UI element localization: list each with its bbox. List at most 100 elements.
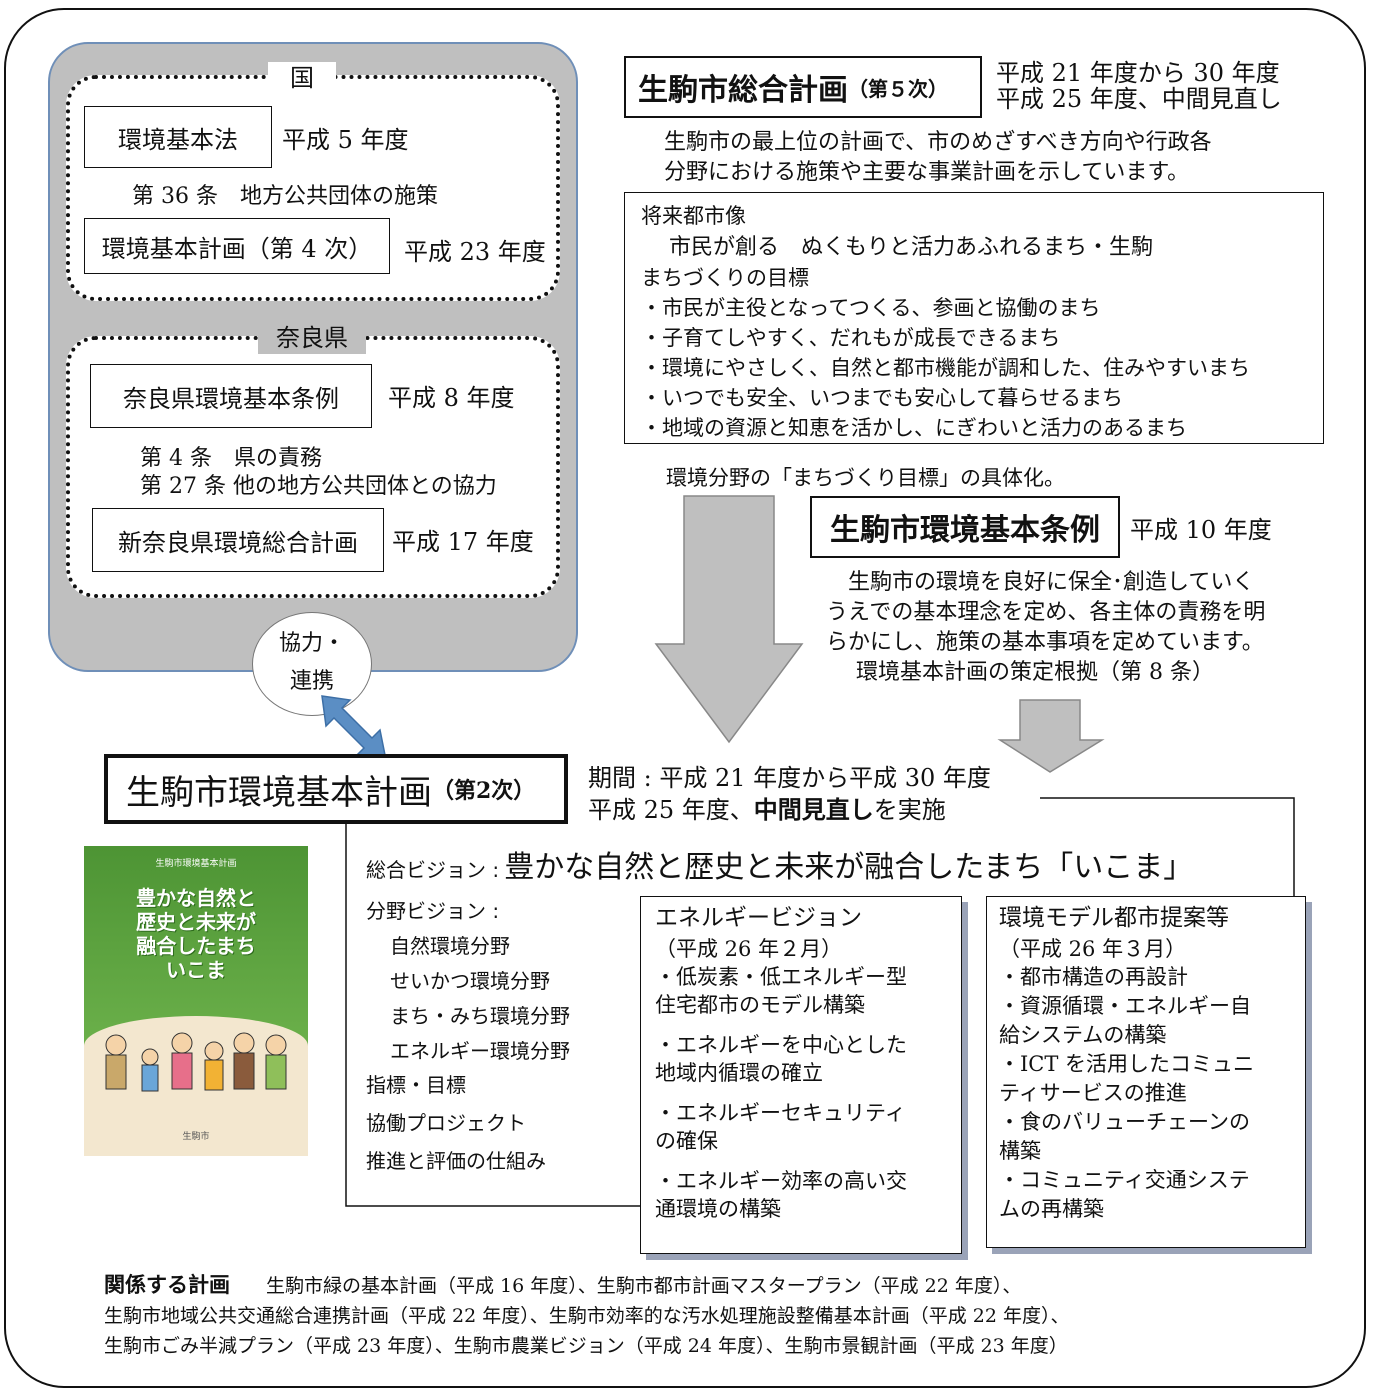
related-plans-label: 関係する計画 — [104, 1273, 230, 1297]
model-city-line: 給システムの構築 — [999, 1023, 1167, 1047]
comprehensive-period-2: 平成 25 年度、中間見直し — [996, 85, 1282, 113]
comprehensive-desc-2: 分野における施策や主要な事業計画を示しています。 — [664, 160, 1190, 185]
main-plan-period: 期間 : 平成 21 年度から平成 30 年度 平成 25 年度、中間見直しを実… — [588, 762, 991, 826]
model-city-date: （平成 26 年３月） — [999, 937, 1187, 961]
national-tag: 国 — [268, 62, 336, 94]
goal-item: ・子育てしやすく、だれもが成長できるまち — [641, 326, 1061, 350]
main-plan-title: 生駒市環境基本計画 — [126, 772, 432, 813]
review-pre: 平成 25 年度、 — [588, 796, 754, 824]
model-city-box: 環境モデル都市提案等 （平成 26 年３月） ・都市構造の再設計 ・資源循環・エ… — [986, 896, 1306, 1248]
plan-cover-image: 生駒市環境基本計画 豊かな自然と 歴史と未来が 融合したまち いこま 生駒市 — [84, 846, 308, 1156]
related-plans-line-1: 生駒市緑の基本計画（平成 16 年度）、生駒市都市計画マスタープラン（平成 22… — [266, 1275, 1022, 1297]
field-vision-item: まち・みち環境分野 — [390, 1004, 570, 1028]
city-ordinance-title: 生駒市環境基本条例 — [830, 513, 1100, 548]
comprehensive-plan-title-box: 生駒市総合計画 （第５次） — [624, 56, 982, 118]
city-ordinance-description: 生駒市の環境を良好に保全･創造していく うえでの基本理念を定め、各主体の責務を明… — [826, 568, 1265, 688]
model-city-line: ムの再構築 — [999, 1197, 1104, 1221]
model-city-line: ・資源循環・エネルギー自 — [999, 994, 1251, 1018]
comprehensive-plan-suffix: （第５次） — [848, 76, 948, 101]
environment-basic-law: 環境基本法 — [84, 106, 272, 168]
plan-component-item: 推進と評価の仕組み — [366, 1149, 546, 1173]
comprehensive-vision-box: 将来都市像 市民が創る ぬくもりと活力あふれるまち・生駒 まちづくりの目標 ・市… — [624, 192, 1324, 444]
model-city-title: 環境モデル都市提案等 — [999, 905, 1229, 931]
nara-plan-year: 平成 17 年度 — [392, 528, 534, 556]
main-plan-title-box: 生駒市環境基本計画 （第2次） — [104, 754, 568, 824]
energy-line: 地域内循環の確立 — [655, 1061, 823, 1085]
national-plan-year: 平成 23 年度 — [404, 238, 546, 266]
overall-vision: 総合ビジョン : 豊かな自然と歴史と未来が融合したまち「いこま」 — [366, 842, 1193, 886]
comprehensive-description: 生駒市の最上位の計画で、市のめざすべき方向や行政各 分野における施策や主要な事業… — [664, 128, 1212, 188]
ordinance-desc-1: 生駒市の環境を良好に保全･創造していく — [848, 570, 1255, 595]
field-vision-item: 自然環境分野 — [390, 934, 510, 958]
energy-line: の確保 — [655, 1129, 718, 1153]
energy-vision-title: エネルギービジョン — [655, 905, 862, 931]
cooperation-line-2: 連携 — [289, 669, 334, 694]
cover-footer: 生駒市 — [182, 1132, 210, 1142]
review-bold: 中間見直し — [753, 796, 874, 824]
cooperation-line-1: 協力・ — [278, 631, 345, 656]
model-city-line: ・都市構造の再設計 — [999, 965, 1188, 989]
model-city-list: ・都市構造の再設計 ・資源循環・エネルギー自 給システムの構築 ・ICT を活用… — [999, 963, 1305, 1224]
goals-label: まちづくりの目標 — [641, 266, 809, 290]
plan-component-item: 指標・目標 — [366, 1073, 466, 1097]
nara-article-2: 第 27 条 他の地方公共団体との協力 — [140, 474, 497, 499]
nara-tag: 奈良県 — [258, 322, 366, 354]
review-post: を実施 — [873, 796, 946, 824]
main-plan-suffix: （第2次） — [432, 778, 536, 804]
energy-line: 住宅都市のモデル構築 — [655, 993, 865, 1017]
goal-item: ・地域の資源と知恵を活かし、にぎわいと活力のあるまち — [641, 416, 1187, 440]
spacer — [655, 1087, 961, 1099]
comprehensive-period-1: 平成 21 年度から 30 年度 — [996, 59, 1280, 87]
cover-title-line: 歴史と未来が — [136, 910, 256, 934]
nara-ordinance: 奈良県環境基本条例 — [90, 364, 372, 428]
nara-ordinance-year: 平成 8 年度 — [388, 384, 515, 412]
overall-vision-text: 豊かな自然と歴史と未来が融合したまち「いこま」 — [504, 850, 1194, 885]
cover-title-line: 融合したまち — [136, 934, 256, 958]
goal-item: ・環境にやさしく、自然と都市機能が調和した、住みやすいまち — [641, 356, 1250, 380]
cover-sky — [84, 846, 308, 1046]
law-year: 平成 5 年度 — [282, 126, 409, 154]
concretization-note: 環境分野の「まちづくり目標」の具体化。 — [666, 466, 1065, 490]
energy-line: ・低炭素・低エネルギー型 — [655, 965, 907, 989]
field-vision-label: 分野ビジョン : — [366, 899, 500, 923]
energy-line: 通環境の構築 — [655, 1197, 781, 1221]
model-city-line: ティサービスの推進 — [999, 1081, 1187, 1105]
ordinance-desc-3: らかにし、施策の基本事項を定めています。 — [826, 630, 1264, 655]
ordinance-basis: 環境基本計画の策定根拠（第 8 条） — [856, 660, 1214, 685]
model-city-line: ・ICT を活用したコミュニ — [999, 1052, 1255, 1076]
nara-article-1: 第 4 条 県の責務 — [140, 446, 322, 471]
cooperation-bubble: 協力・ 連携 — [252, 612, 372, 716]
energy-vision-list: ・低炭素・低エネルギー型 住宅都市のモデル構築 ・エネルギーを中心とした 地域内… — [655, 963, 961, 1223]
cover-header: 生駒市環境基本計画 — [155, 859, 237, 869]
energy-line: ・エネルギーセキュリティ — [655, 1101, 906, 1125]
energy-line: ・エネルギーを中心とした — [655, 1033, 907, 1057]
nara-environment-plan: 新奈良県環境総合計画 — [92, 508, 384, 572]
energy-vision-date: （平成 26 年２月） — [655, 937, 843, 961]
spacer — [655, 1155, 961, 1167]
energy-line: ・エネルギー効率の高い交 — [655, 1169, 907, 1193]
energy-vision-box: エネルギービジョン （平成 26 年２月） ・低炭素・低エネルギー型 住宅都市の… — [640, 896, 962, 1254]
field-visions: 分野ビジョン : 自然環境分野 せいかつ環境分野 まち・みち環境分野 エネルギー… — [366, 894, 570, 1069]
law-article: 第 36 条 地方公共団体の施策 — [132, 184, 438, 209]
model-city-line: ・コミュニティ交通システ — [999, 1168, 1250, 1192]
comprehensive-period: 平成 21 年度から 30 年度 平成 25 年度、中間見直し — [996, 60, 1282, 112]
plan-component-item: 協働プロジェクト — [366, 1111, 526, 1135]
down-arrow-icon — [654, 495, 804, 744]
comprehensive-desc-1: 生駒市の最上位の計画で、市のめざすべき方向や行政各 — [664, 130, 1212, 155]
vision-label: 将来都市像 — [641, 204, 746, 228]
main-plan-period-text: 期間 : 平成 21 年度から平成 30 年度 — [588, 764, 991, 792]
comprehensive-plan-title: 生駒市総合計画 — [638, 73, 848, 108]
cover-title: 豊かな自然と 歴史と未来が 融合したまち いこま — [84, 886, 308, 982]
city-ordinance-year: 平成 10 年度 — [1130, 516, 1272, 544]
cover-title-line: いこま — [166, 958, 226, 982]
down-arrow-small-icon — [997, 699, 1105, 773]
plan-components: 指標・目標 協働プロジェクト 推進と評価の仕組み — [366, 1066, 546, 1180]
national-environment-plan: 環境基本計画（第 4 次） — [84, 218, 390, 274]
field-vision-item: エネルギー環境分野 — [390, 1039, 570, 1063]
related-plans: 関係する計画 生駒市緑の基本計画（平成 16 年度）、生駒市都市計画マスタープラン… — [104, 1270, 1070, 1361]
vision-text: 市民が創る ぬくもりと活力あふれるまち・生駒 — [669, 235, 1154, 260]
people-illustration-icon — [105, 1032, 287, 1092]
overall-vision-label: 総合ビジョン : — [366, 858, 500, 882]
spacer — [655, 1019, 961, 1031]
cover-title-line: 豊かな自然と — [136, 886, 256, 910]
